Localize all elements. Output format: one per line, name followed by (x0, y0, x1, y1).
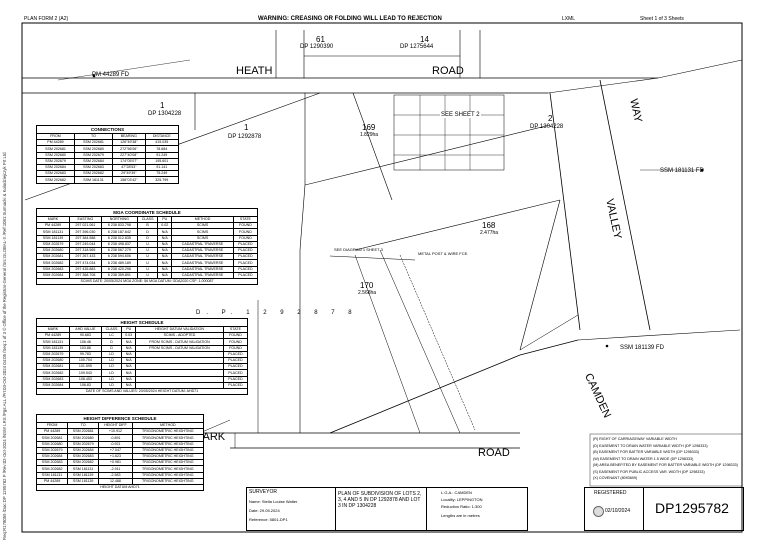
connections-table: CONNECTIONS FROM TO BEARING DISTANCE PM … (36, 125, 180, 184)
legend-item: (B) EASEMENT FOR BATTER VARIABLE WIDTH (… (593, 450, 700, 455)
connections-title: CONNECTIONS (36, 125, 179, 133)
height-diff-footer: HEIGHT DATUM AHD71 (36, 483, 204, 492)
height-difference-table: HEIGHT DIFFERENCE SCHEDULE FROM TO HEIGH… (35, 414, 205, 492)
heath-road-label: HEATH (236, 65, 273, 77)
mga-coordinate-table: MGA COORDINATE SCHEDULE MARK EASTING NOR… (36, 208, 259, 286)
plan-form-label: PLAN FORM 2 (A2) (24, 16, 69, 22)
dp-1275644-label: DP 1275644 (400, 44, 434, 50)
ssm-181131-label: SSM 181131 FD (660, 168, 704, 174)
metal-post-label: METAL POST & WIRE FCE. (418, 251, 469, 256)
height-title: HEIGHT SCHEDULE (36, 318, 248, 326)
road-top-label: ROAD (432, 65, 464, 77)
lot-1-left-label: 1 (160, 101, 165, 110)
lot-61-label: 61 (316, 35, 325, 44)
registered-label: REGISTERED (594, 490, 627, 496)
legend-item: (W) EASEMENT TO DRAIN WATER 1.5 WIDE (DP… (593, 456, 694, 461)
see-sheet-2-label: SEE SHEET 2 (440, 112, 481, 118)
plan-title: PLAN OF SUBDIVISION OF LOTS 2, 3, 4 AND … (338, 491, 422, 509)
height-diff-title: HEIGHT DIFFERENCE SCHEDULE (36, 414, 204, 422)
mga-footer: SCIMS DATE: 20/05/2024 MGA ZONE: 56 MGA … (36, 277, 258, 286)
height-footer: DATE OF SCIMS AND VALUES: 20/05/2024 HEI… (36, 387, 248, 396)
lot-170-label: 170 (360, 281, 374, 290)
plan-title-box: PLAN OF SUBDIVISION OF LOTS 2, 3, 4 AND … (335, 487, 427, 531)
road-bottom-label: ROAD (478, 447, 510, 459)
lot-168-label: 168 (482, 221, 496, 230)
lga-label: L.G.A.: CAMDEN (441, 490, 472, 495)
locality-label: Locality: LEPPINGTON (441, 497, 483, 502)
dp-number-box: DP1295782 (643, 487, 744, 531)
dp-1304228-left-label: DP 1304228 (148, 111, 182, 117)
lot-2-label: 2 (548, 114, 553, 123)
lga-box: L.G.A.: CAMDEN Locality: LEPPINGTON Redu… (426, 487, 528, 531)
park-label: PARK (196, 431, 226, 443)
lot-169-label: 169 (362, 123, 376, 132)
legend: (R) RIGHT OF CARRIAGEWAY VARIABLE WIDTH … (593, 436, 741, 482)
mga-title: MGA COORDINATE SCHEDULE (36, 208, 258, 216)
legend-item: (D) EASEMENT TO DRAIN WATER VARIABLE WID… (593, 443, 708, 448)
lengths-note: Lengths are in metres (441, 513, 480, 518)
legend-item: (R) RIGHT OF CARRIAGEWAY VARIABLE WIDTH (593, 437, 677, 441)
dp-1292878-label: DP 1292878 (228, 134, 262, 140)
see-diagram-label: SEE DIAGRAM 1 SHEET 3 (334, 247, 383, 252)
dp-1290390-label: DP 1290390 (300, 44, 334, 50)
surveyor-label: SURVEYOR (249, 489, 277, 495)
legend-item: (X) COVENANT (8093609) (593, 476, 638, 481)
ssm-181139-label: SSM 181139 FD (620, 345, 664, 351)
surveyor-box: SURVEYOR Name: Stella Louise Walter Date… (246, 487, 336, 531)
lot-168-area: 2.477ha (480, 230, 499, 236)
registered-box: REGISTERED 02/10/2024 (584, 487, 644, 531)
height-schedule-table: HEIGHT SCHEDULE MARK AHD VALUE CLASS PU … (36, 318, 249, 396)
warning-text: WARNING: CREASING OR FOLDING WILL LEAD T… (258, 16, 442, 22)
lxml-label: LXML (562, 16, 576, 22)
sheet-label: Sheet 1 of 3 Sheets (640, 16, 684, 22)
lot-14-label: 14 (420, 35, 429, 44)
reduction-ratio: Reduction Ratio: 1:300 (441, 504, 482, 509)
surveyor-date: Date: 29.05.2024 (249, 508, 280, 513)
surveyor-name: Name: Stella Louise Walter (249, 499, 298, 504)
dp-number: DP1295782 (655, 500, 729, 516)
lot-170-area: 2.568ha (358, 290, 377, 296)
dp-1304228-right-label: DP 1304228 (530, 124, 564, 130)
legend-item: (M) AREA BENEFITED BY EASEMENT FOR BATTE… (593, 463, 738, 468)
dp-markers-label: D. P. 1 2 9 2 8 7 8 (196, 310, 358, 316)
lot-169-area: 1.829ha (360, 132, 379, 138)
registered-date: 02/10/2024 (605, 508, 631, 514)
lot-1-mid-label: 1 (244, 123, 249, 132)
pm-44289-label: PM 44289 FD (92, 72, 130, 78)
registration-seal-icon (593, 506, 604, 517)
legend-item: (S) EASEMENT FOR PUBLIC ACCESS VAR. WIDT… (593, 469, 705, 474)
surveyor-reference: Reference: 5801-DP1 (249, 517, 288, 522)
